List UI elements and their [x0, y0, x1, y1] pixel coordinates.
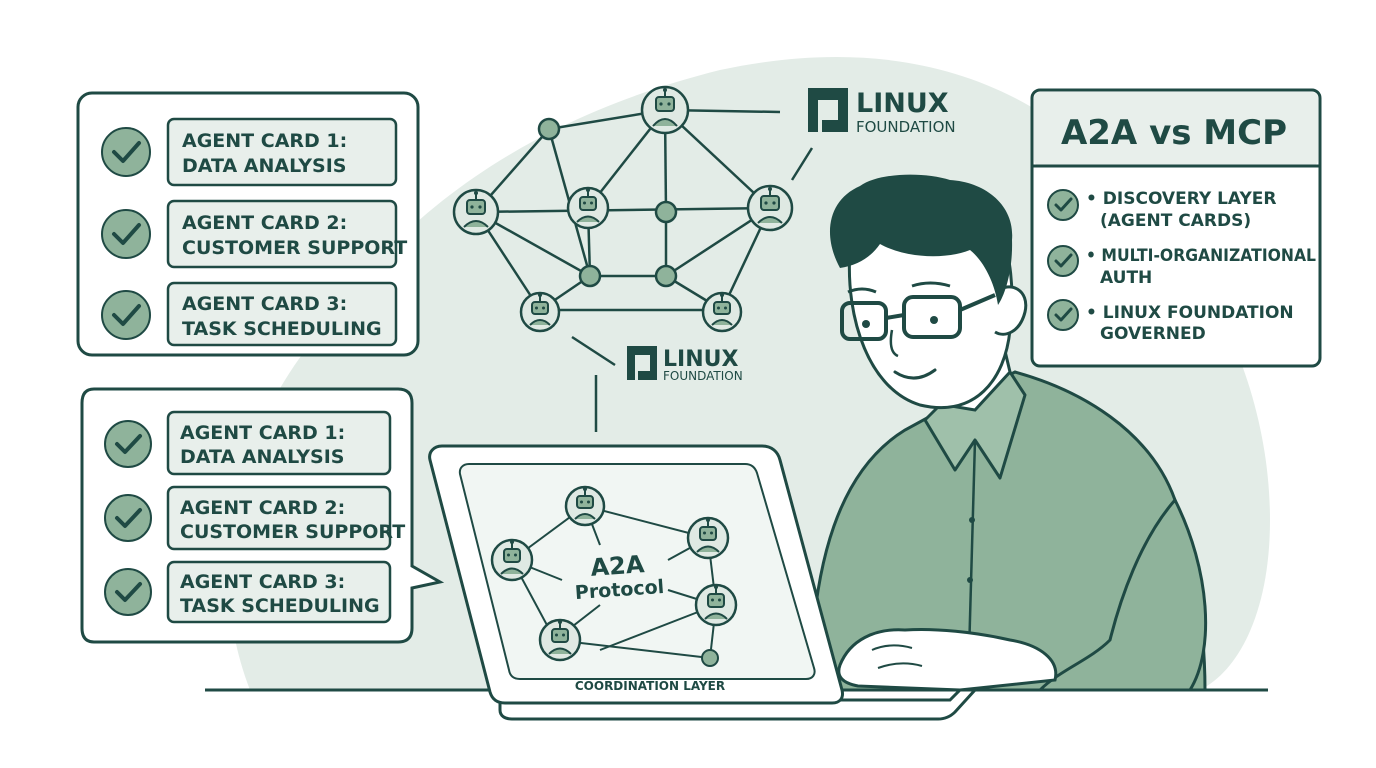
agent-card-subtitle: CUSTOMER SUPPORT: [182, 237, 407, 259]
agent-cards-panel-top: AGENT CARD 1: DATA ANALYSIS AGENT CARD 2…: [76, 91, 420, 357]
protocol-label-top: A2A: [590, 550, 646, 582]
agent-card: AGENT CARD 1: DATA ANALYSIS: [101, 117, 398, 187]
agent-card-title: AGENT CARD 2:: [180, 497, 345, 519]
agent-card: AGENT CARD 2: CUSTOMER SUPPORT: [101, 199, 407, 269]
agent-card: AGENT CARD 2: CUSTOMER SUPPORT: [104, 485, 405, 551]
network-dot: [654, 264, 678, 288]
check-icon: [101, 209, 151, 259]
comparison-item-line1: • DISCOVERY LAYER: [1086, 189, 1276, 209]
check-icon: [1047, 189, 1079, 221]
agent-card-subtitle: DATA ANALYSIS: [180, 446, 344, 468]
robot-node: [746, 184, 794, 232]
agent-card-title: AGENT CARD 3:: [180, 571, 345, 593]
agent-card-title: AGENT CARD 2:: [182, 212, 347, 234]
robot-node: [694, 583, 738, 627]
robot-node: [538, 618, 582, 662]
network-edge: [790, 147, 814, 181]
agent-card-title: AGENT CARD 3:: [182, 293, 347, 315]
agent-card-title: AGENT CARD 1:: [180, 422, 345, 444]
check-mark: [112, 141, 141, 163]
check-mark: [115, 582, 142, 602]
check-icon: [1047, 299, 1079, 331]
check-icon: [101, 127, 151, 177]
person-illustration: [808, 174, 1208, 692]
agent-card-title: AGENT CARD 1:: [182, 130, 347, 152]
network-dot: [578, 264, 602, 288]
robot-node: [452, 188, 500, 236]
comparison-item-line1: • MULTI-ORGANIZATIONAL: [1086, 246, 1316, 266]
agent-cards-panel-bottom: AGENT CARD 1: DATA ANALYSIS AGENT CARD 2…: [80, 387, 445, 644]
comparison-item-line2: GOVERNED: [1100, 324, 1206, 344]
robot-node: [686, 516, 730, 560]
comparison-item: • MULTI-ORGANIZATIONAL AUTH: [1047, 245, 1316, 288]
agent-card-subtitle: DATA ANALYSIS: [182, 155, 346, 177]
coordination-layer-label: COORDINATION LAYER: [575, 679, 725, 693]
network-dot: [701, 649, 719, 667]
linux-foundation-logo-mid: LINUX FOUNDATION: [627, 346, 743, 383]
check-icon: [104, 420, 152, 468]
check-mark: [112, 304, 141, 326]
check-icon: [101, 290, 151, 340]
comparison-item: • DISCOVERY LAYER (AGENT CARDS): [1047, 189, 1276, 231]
network-dot: [537, 117, 561, 141]
glasses: [840, 293, 996, 341]
linux-foundation-logo-top: LINUX FOUNDATION: [808, 88, 956, 136]
network-edge: [571, 335, 616, 367]
arm: [1036, 497, 1208, 692]
check-mark: [115, 508, 142, 528]
comparison-item-line2: (AGENT CARDS): [1100, 211, 1251, 231]
hair: [829, 174, 1013, 305]
smile: [893, 368, 937, 380]
check-icon: [104, 494, 152, 542]
network-edge: [475, 206, 771, 214]
check-mark: [112, 223, 141, 245]
agent-card-subtitle: CUSTOMER SUPPORT: [180, 521, 405, 543]
check-icon: [1047, 245, 1079, 277]
agent-card-subtitle: TASK SCHEDULING: [180, 595, 380, 617]
logo-sub: FOUNDATION: [856, 118, 956, 136]
logo-word: LINUX: [663, 347, 738, 372]
agent-card: AGENT CARD 3: TASK SCHEDULING: [104, 560, 392, 624]
comparison-item-line1: • LINUX FOUNDATION: [1086, 303, 1294, 323]
ear: [994, 285, 1028, 336]
robot-node: [564, 485, 606, 527]
agent-card-subtitle: TASK SCHEDULING: [182, 318, 382, 340]
laptop: A2A Protocol COORDINATION LAYER: [428, 444, 979, 721]
logo-word: LINUX: [856, 88, 949, 119]
check-icon: [104, 568, 152, 616]
agent-card: AGENT CARD 1: DATA ANALYSIS: [104, 410, 392, 476]
agent-card: AGENT CARD 3: TASK SCHEDULING: [101, 281, 398, 347]
robot-node: [519, 291, 561, 333]
network-dots-top: [537, 117, 678, 288]
check-mark: [115, 434, 142, 454]
robot-node: [701, 291, 743, 333]
comparison-panel: A2A vs MCP • DISCOVERY LAYER (AGENT CARD…: [1030, 88, 1322, 368]
comparison-item: • LINUX FOUNDATION GOVERNED: [1047, 299, 1294, 344]
comparison-title: A2A vs MCP: [1061, 113, 1287, 153]
robot-node: [566, 186, 610, 230]
robot-node: [640, 85, 690, 135]
robot-node: [490, 538, 534, 582]
network-dot: [654, 200, 678, 224]
comparison-item-line2: AUTH: [1100, 268, 1152, 288]
logo-sub: FOUNDATION: [663, 369, 743, 383]
